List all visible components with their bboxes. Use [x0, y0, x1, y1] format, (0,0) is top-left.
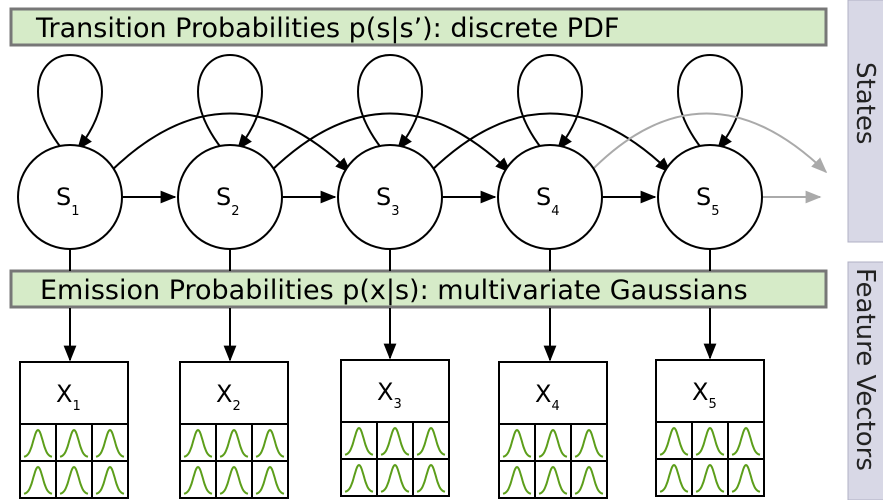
gaussian-curve-icon	[23, 465, 53, 495]
gaussian-curve-icon	[380, 426, 410, 456]
gaussian-curve-icon	[502, 465, 532, 495]
feature-box-3: X3	[340, 359, 450, 497]
gaussian-curve-icon	[574, 428, 604, 458]
gaussian-curve-icon	[344, 463, 374, 493]
gaussian-curve-icon	[659, 426, 689, 456]
gaussian-grid-2	[179, 423, 289, 499]
feature-box-1: X1	[19, 361, 129, 499]
feature-box-5: X5	[655, 359, 765, 497]
gaussian-curve-icon	[59, 465, 89, 495]
gaussian-curve-icon	[380, 463, 410, 493]
svg-text:S1: S1	[56, 183, 80, 219]
self-loop-s5	[677, 53, 743, 151]
gaussian-grid-3	[340, 421, 450, 497]
gaussian-grid-5	[655, 421, 765, 497]
gaussian-curve-icon	[538, 465, 568, 495]
transition-banner-text: Transition Probabilities p(s|s’): discre…	[35, 13, 619, 44]
gaussian-curve-icon	[23, 428, 53, 458]
svg-text:S3: S3	[376, 183, 400, 219]
features-side-label: Feature Vectors	[850, 268, 880, 471]
self-loops	[37, 53, 743, 151]
svg-text:S4: S4	[536, 183, 560, 219]
skip-arc-s1-s3	[109, 112, 352, 174]
state-node-3: S3	[337, 144, 443, 250]
states-side-label: States	[850, 62, 880, 144]
gaussian-curve-icon	[255, 465, 285, 495]
gaussian-curve-icon	[95, 428, 125, 458]
emission-arrows	[63, 248, 717, 362]
state-node-1: S1	[17, 144, 123, 250]
feature-box-2: X2	[179, 361, 289, 499]
gaussian-curve-icon	[183, 465, 213, 495]
gaussian-curve-icon	[502, 428, 532, 458]
gaussian-curve-icon	[219, 428, 249, 458]
gaussian-curve-icon	[183, 428, 213, 458]
states-side-panel	[847, 0, 883, 243]
svg-text:X1: X1	[56, 380, 81, 414]
emission-banner-text: Emission Probabilities p(x|s): multivari…	[40, 275, 748, 306]
gaussian-curve-icon	[695, 463, 725, 493]
svg-text:S5: S5	[696, 183, 720, 219]
gaussian-curve-icon	[344, 426, 374, 456]
gaussian-curve-icon	[731, 426, 761, 456]
transition-banner	[9, 7, 828, 47]
gaussian-curve-icon	[416, 463, 446, 493]
gaussian-curve-icon	[219, 465, 249, 495]
svg-text:X2: X2	[216, 380, 241, 414]
gaussian-grid-1	[19, 423, 129, 499]
emission-banner	[9, 269, 828, 309]
state-node-4: S4	[497, 144, 603, 250]
gaussian-grid-4	[498, 423, 608, 499]
features-side-panel	[847, 261, 883, 500]
svg-text:X4: X4	[535, 380, 560, 414]
skip-arcs	[109, 112, 828, 174]
self-loop-s2	[197, 53, 263, 151]
gaussian-curve-icon	[59, 428, 89, 458]
feature-box-4: X4	[498, 361, 608, 499]
self-loop-s4	[517, 53, 583, 151]
svg-text:X3: X3	[377, 378, 402, 412]
gaussian-curve-icon	[416, 426, 446, 456]
gaussian-curve-icon	[659, 463, 689, 493]
skip-arc-s4-next	[589, 112, 828, 174]
gaussian-curve-icon	[574, 465, 604, 495]
gaussian-curve-icon	[695, 426, 725, 456]
gaussian-curve-icon	[731, 463, 761, 493]
self-loop-s3	[357, 53, 423, 151]
skip-arc-s2-s4	[269, 112, 512, 174]
svg-text:S2: S2	[216, 183, 240, 219]
gaussian-curve-icon	[538, 428, 568, 458]
skip-arc-s3-s5	[429, 112, 672, 174]
state-node-2: S2	[177, 144, 283, 250]
feature-vectors: X1 X2 X3 X4 X5	[19, 359, 765, 499]
state-node-5: S5	[657, 144, 763, 250]
state-nodes: S1 S2 S3 S4 S5	[17, 144, 763, 250]
svg-text:X5: X5	[692, 378, 717, 412]
gaussian-curve-icon	[255, 428, 285, 458]
gaussian-curve-icon	[95, 465, 125, 495]
self-loop-s1	[37, 53, 103, 151]
